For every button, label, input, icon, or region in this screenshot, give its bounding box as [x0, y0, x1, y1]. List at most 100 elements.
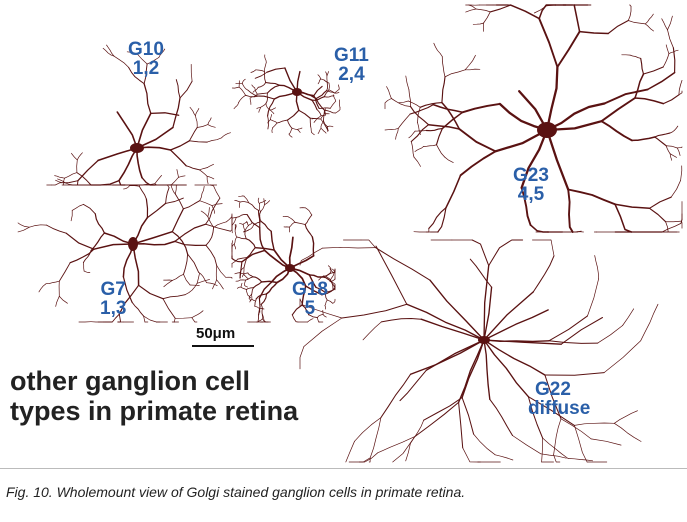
dendrite	[380, 317, 422, 323]
dendrite	[83, 262, 85, 272]
dendrite	[253, 221, 262, 226]
dendrite	[627, 20, 646, 25]
dendrite	[257, 82, 267, 88]
dendrite	[527, 396, 544, 439]
dendrite	[444, 156, 454, 163]
dendrite	[244, 279, 246, 286]
dendrite	[260, 204, 265, 213]
dendrite	[173, 317, 176, 323]
dendrite	[311, 131, 315, 136]
dendrite	[332, 268, 336, 273]
dendrite	[348, 457, 371, 463]
dendrite	[678, 90, 683, 96]
dendrite	[410, 141, 415, 158]
dendrite	[244, 225, 249, 231]
dendrite	[259, 200, 267, 204]
label-g18: G18 5	[292, 280, 328, 318]
dendrite	[129, 185, 140, 187]
dendrite	[304, 223, 313, 238]
dendrite	[116, 111, 138, 149]
dendrite	[354, 417, 382, 442]
dendrite	[254, 87, 258, 95]
dendrite	[654, 136, 667, 147]
dendrite	[196, 124, 209, 128]
dendrite	[103, 232, 134, 245]
dendrite	[143, 63, 148, 85]
dendrite	[171, 208, 184, 233]
dendrite	[266, 84, 281, 94]
dendrite	[489, 398, 514, 437]
label-g7: G7 1,3	[100, 280, 126, 318]
dendrite	[409, 105, 430, 126]
dendrite	[191, 317, 198, 323]
figure-title: other ganglion cell types in primate ret…	[10, 366, 298, 426]
dendrite	[489, 4, 512, 13]
dendrite	[384, 127, 399, 131]
dendrite	[334, 91, 340, 94]
dendrite	[294, 221, 306, 225]
dendrite	[176, 169, 179, 178]
dendrite	[311, 96, 325, 101]
dendrite	[661, 18, 668, 31]
dendrite	[171, 273, 184, 281]
dendrite	[327, 265, 332, 269]
dendrite	[234, 272, 241, 275]
dendrite	[339, 99, 341, 108]
dendrite	[468, 4, 477, 10]
dendrite	[136, 112, 152, 149]
dendrite	[71, 204, 84, 211]
dendrite	[205, 226, 215, 246]
dendrite	[260, 280, 278, 284]
dendrite	[425, 228, 430, 233]
dendrite	[132, 230, 174, 245]
dendrite	[483, 11, 491, 24]
dendrite	[282, 216, 289, 218]
dendrite	[64, 172, 78, 179]
dendrite	[248, 202, 259, 211]
dendrite	[328, 82, 330, 91]
dendrite	[429, 279, 485, 341]
dendrite	[308, 274, 324, 278]
label-g22-strata: diffuse	[528, 398, 591, 419]
label-g10-name: G10	[128, 39, 164, 60]
dendrite	[263, 198, 265, 206]
dendrite	[240, 286, 247, 290]
dendrite	[288, 127, 293, 135]
dendrite	[265, 92, 268, 104]
dendrite	[538, 4, 556, 20]
dendrite	[316, 317, 320, 323]
dendrite	[264, 61, 267, 72]
dendrite	[462, 447, 479, 463]
dendrite	[58, 262, 71, 282]
dendrite	[196, 272, 200, 284]
figure-caption: Fig. 10. Wholemount view of Golgi staine…	[6, 484, 466, 500]
dendrite	[332, 298, 336, 304]
soma	[537, 122, 557, 138]
scale-bar	[192, 345, 254, 347]
dendrite	[662, 53, 670, 68]
dendrite	[614, 203, 633, 233]
cell-drawing-g18	[231, 195, 336, 323]
dendrite	[71, 152, 78, 161]
dendrite	[74, 180, 79, 186]
dendrite	[200, 210, 209, 218]
dendrite	[458, 128, 497, 153]
dendrite	[174, 317, 193, 319]
dendrite	[420, 318, 485, 341]
dendrite	[545, 65, 559, 132]
dendrite	[264, 54, 267, 63]
label-g22-name: G22	[535, 379, 571, 400]
dendrite	[332, 94, 337, 102]
dendrite	[239, 222, 244, 225]
dendrite	[310, 126, 312, 133]
dendrite	[311, 99, 318, 111]
dendrite	[392, 436, 416, 463]
dendrite	[249, 93, 258, 99]
label-g23-strata: 4,5	[517, 184, 545, 205]
dendrite	[542, 437, 569, 459]
dendrite	[613, 410, 638, 424]
dendrite	[258, 203, 261, 213]
dendrite	[17, 226, 30, 233]
dendrite	[298, 109, 311, 119]
dendrite	[644, 13, 654, 25]
